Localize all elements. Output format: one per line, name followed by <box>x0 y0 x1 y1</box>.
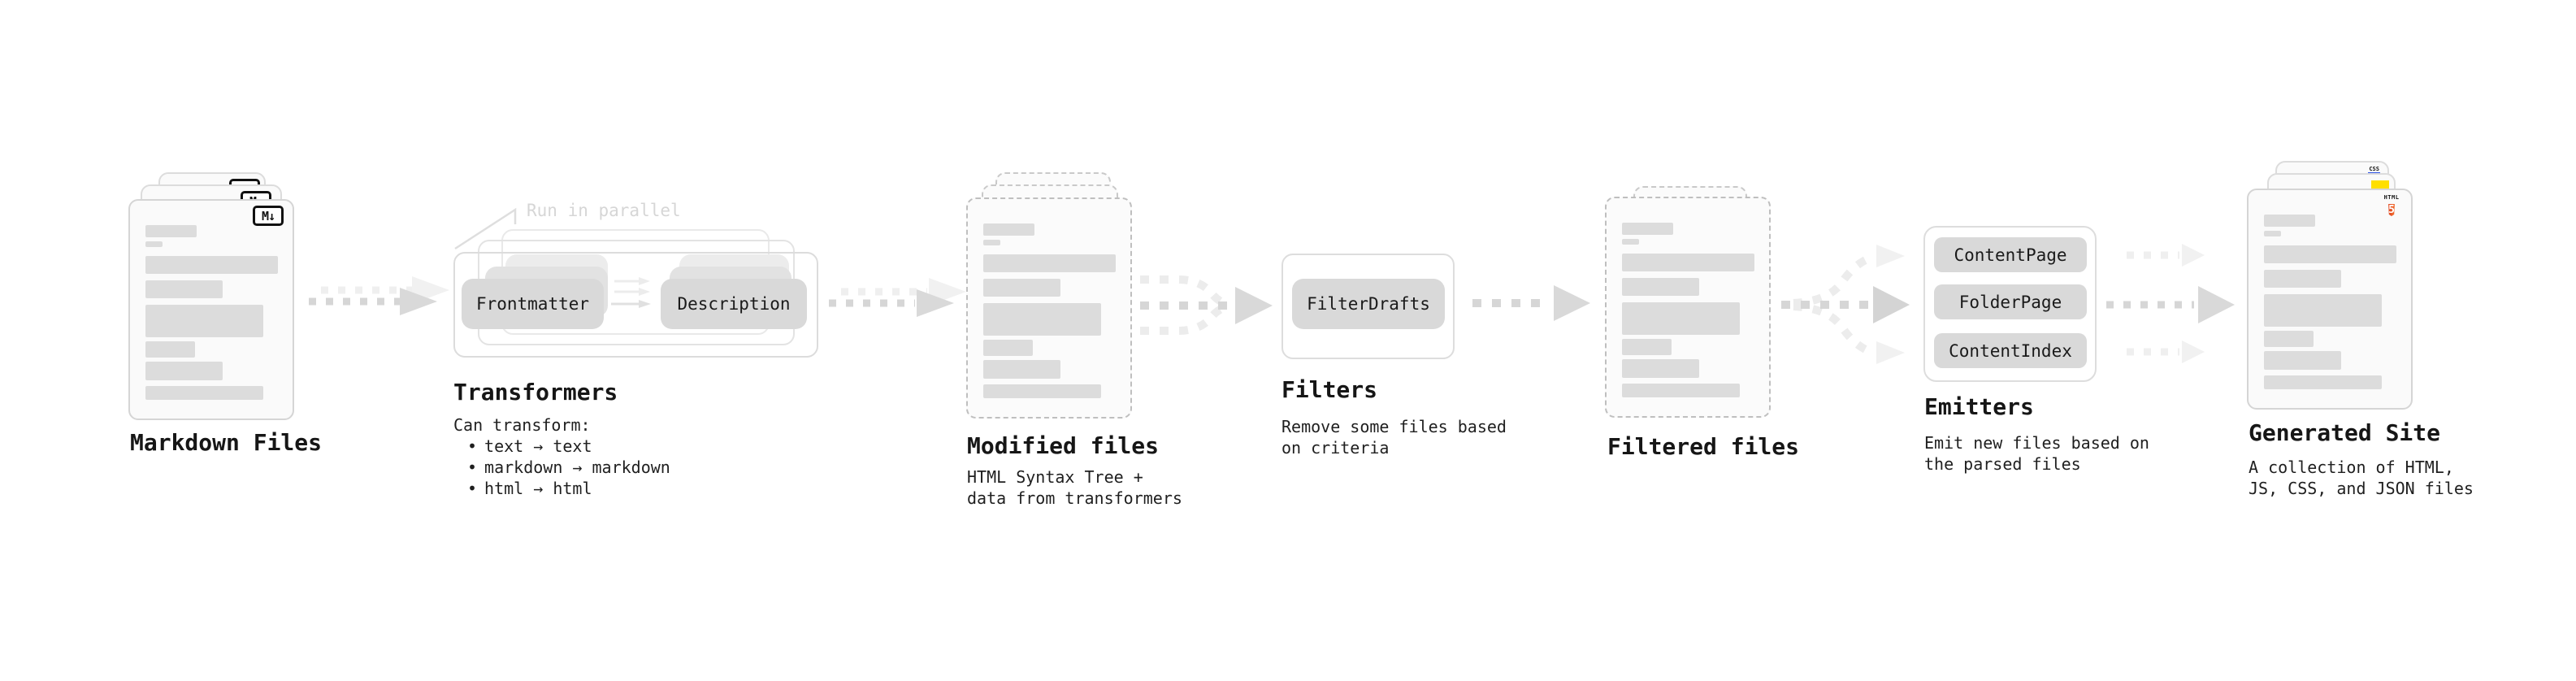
description-line: on criteria <box>1281 438 1390 458</box>
contentpage-chip-label: ContentPage <box>1954 245 2067 265</box>
transformers-intro: Can transform: <box>453 415 591 435</box>
html5-icon: HTML 5 <box>2382 194 2401 219</box>
folderpage-chip: FolderPage <box>1934 284 2087 319</box>
filterdrafts-chip-label: FilterDrafts <box>1307 294 1430 314</box>
text-placeholder-bar <box>2264 331 2314 347</box>
arrow-transformers-to-modified <box>829 278 966 317</box>
text-placeholder-bar <box>2264 231 2281 236</box>
text-placeholder-bar <box>2264 375 2382 389</box>
description-line: data from transformers <box>967 488 1182 508</box>
arrow-modified-to-filters-merge <box>1140 275 1273 335</box>
text-placeholder-bar <box>983 384 1101 398</box>
text-placeholder-bar <box>2264 294 2382 327</box>
emitters-description: Emit new files based on the parsed files <box>1924 432 2149 475</box>
description-line: Remove some files based <box>1281 417 1507 436</box>
text-placeholder-bar <box>145 341 195 358</box>
transformers-description: Can transform: • text → text • markdown → … <box>453 414 670 499</box>
text-placeholder-bar <box>1622 254 1754 271</box>
arrow-emitters-to-site-middle <box>2106 286 2235 323</box>
text-placeholder-bar <box>1622 278 1699 296</box>
markdown-file-card-front: M↓ <box>128 199 294 420</box>
filtered-files-title: Filtered files <box>1607 433 1800 460</box>
folderpage-chip-label: FolderPage <box>1958 292 2062 312</box>
bullet-glyph: • <box>467 479 478 498</box>
modified-files-title: Modified files <box>967 432 1160 459</box>
text-placeholder-bar <box>983 279 1060 297</box>
text-placeholder-bar <box>2264 245 2396 263</box>
text-placeholder-bar <box>145 241 163 247</box>
arrow-filters-to-filtered <box>1472 285 1590 321</box>
text-placeholder-bar <box>1622 302 1740 335</box>
filters-description: Remove some files based on criteria <box>1281 416 1507 458</box>
description-line: the parsed files <box>1924 454 2081 474</box>
run-in-parallel-callout-line <box>454 207 517 250</box>
transform-bullet: • markdown → markdown <box>453 457 670 478</box>
transformers-frame-front <box>453 252 818 358</box>
text-placeholder-bar <box>983 303 1101 336</box>
text-placeholder-bar <box>983 360 1060 379</box>
modified-files-description: HTML Syntax Tree + data from transformer… <box>967 466 1182 509</box>
text-placeholder-bar <box>983 240 1000 245</box>
site-file-card-front: HTML 5 <box>2247 189 2413 410</box>
frontmatter-chip-label: Frontmatter <box>475 294 590 314</box>
text-placeholder-bar <box>1622 359 1699 378</box>
text-placeholder-bar <box>145 362 223 380</box>
markdown-files-title: Markdown Files <box>130 429 323 456</box>
arrow-emitters-to-site-bottom <box>2127 340 2205 363</box>
html5-icon-text: HTML <box>2383 194 2400 201</box>
bullet-text: html → html <box>484 479 592 498</box>
js-icon <box>2371 180 2389 190</box>
text-placeholder-bar <box>2264 351 2341 370</box>
transform-bullet: • text → text <box>453 436 670 457</box>
frontmatter-chip: Frontmatter <box>462 279 604 329</box>
text-placeholder-bar <box>983 223 1034 236</box>
text-placeholder-bar <box>1622 223 1673 235</box>
emitters-title: Emitters <box>1924 393 2034 420</box>
bullet-glyph: • <box>467 458 478 477</box>
text-placeholder-bar <box>1622 239 1639 245</box>
text-placeholder-bar <box>2264 270 2341 288</box>
parallel-transform-arrows <box>611 277 651 308</box>
text-placeholder-bar <box>1622 339 1672 355</box>
description-chip-label: Description <box>677 294 791 314</box>
description-chip: Description <box>661 279 807 329</box>
text-placeholder-bar <box>2264 215 2315 227</box>
transform-bullet: • html → html <box>453 478 670 499</box>
text-placeholder-bar <box>983 340 1033 356</box>
html5-icon-shield: 5 <box>2388 204 2395 216</box>
text-placeholder-bar <box>145 386 263 400</box>
bullet-glyph: • <box>467 436 478 456</box>
filterdrafts-chip: FilterDrafts <box>1292 279 1445 329</box>
filters-title: Filters <box>1281 376 1378 403</box>
run-in-parallel-label: Run in parallel <box>527 201 681 220</box>
contentindex-chip: ContentIndex <box>1934 333 2087 368</box>
description-line: HTML Syntax Tree + <box>967 467 1143 487</box>
filtered-file-card-front <box>1605 197 1771 418</box>
transformers-title: Transformers <box>453 379 618 406</box>
text-placeholder-bar <box>145 225 197 237</box>
arrow-filtered-to-emitters-fanout <box>1781 245 1910 364</box>
generated-site-title: Generated Site <box>2249 419 2441 446</box>
arrow-markdown-to-transformers <box>309 276 449 315</box>
text-placeholder-bar <box>983 254 1116 272</box>
text-placeholder-bar <box>1622 384 1740 397</box>
text-placeholder-bar <box>145 305 263 337</box>
markdown-icon: M↓ <box>253 206 284 226</box>
text-placeholder-bar <box>145 256 278 274</box>
description-line: A collection of HTML, <box>2249 458 2454 477</box>
contentindex-chip-label: ContentIndex <box>1949 340 2072 361</box>
description-line: Emit new files based on <box>1924 433 2149 453</box>
arrow-emitters-to-site-top <box>2127 244 2205 267</box>
contentpage-chip: ContentPage <box>1934 237 2087 272</box>
generated-site-description: A collection of HTML, JS, CSS, and JSON … <box>2249 457 2474 499</box>
bullet-text: markdown → markdown <box>484 458 670 477</box>
text-placeholder-bar <box>145 280 223 298</box>
description-line: JS, CSS, and JSON files <box>2249 479 2474 498</box>
modified-file-card-front <box>966 197 1132 419</box>
bullet-text: text → text <box>484 436 592 456</box>
